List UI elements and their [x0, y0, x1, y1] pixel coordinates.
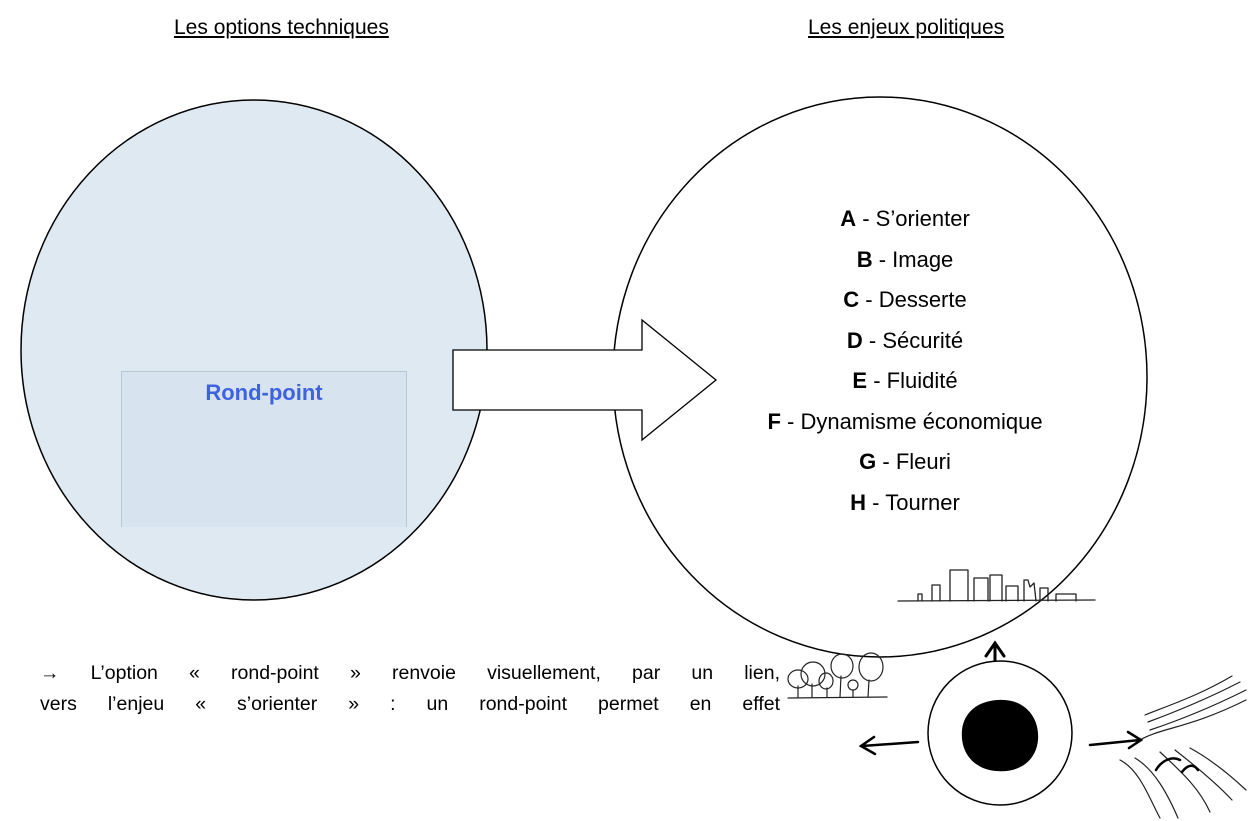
- river-icon: [1119, 675, 1247, 819]
- city-skyline-icon: [897, 569, 1096, 602]
- stake-label: Sécurité: [882, 327, 964, 353]
- stakes-list: A - S’orienter B - Image C - Desserte D …: [705, 199, 1105, 523]
- stake-letter: E: [852, 368, 868, 393]
- stake-label: Dynamisme économique: [800, 408, 1043, 434]
- stake-letter: F: [767, 408, 781, 434]
- footnote-paragraph: → L’option « rond-point » renvoie visuel…: [40, 658, 780, 720]
- stake-item-e: E - Fluidité: [705, 361, 1105, 402]
- heading-technical-options: Les options techniques: [174, 16, 389, 39]
- roundabout-icon: [927, 660, 1073, 806]
- stake-item-g: G - Fleuri: [705, 442, 1105, 483]
- stake-letter: A: [840, 206, 857, 231]
- stake-item-d: D - Sécurité: [705, 321, 1105, 362]
- stake-separator: -: [862, 327, 883, 353]
- stake-separator: -: [867, 368, 887, 393]
- stake-separator: -: [866, 489, 886, 515]
- stake-label: S’orienter: [875, 206, 970, 231]
- stake-letter: G: [859, 449, 877, 474]
- stake-item-f: F - Dynamisme économique: [705, 402, 1105, 443]
- stake-letter: H: [850, 489, 867, 515]
- stake-label: Image: [892, 246, 954, 272]
- stake-label: Fleuri: [895, 449, 951, 474]
- footnote-line: vers l’enjeu « s’orienter » : un rond-po…: [40, 693, 780, 715]
- stake-item-a: A - S’orienter: [705, 199, 1105, 240]
- stake-item-b: B - Image: [705, 240, 1105, 281]
- stake-letter: C: [843, 287, 860, 312]
- stake-separator: -: [780, 408, 801, 434]
- stake-separator: -: [872, 246, 893, 272]
- stake-separator: -: [856, 206, 876, 231]
- link-arrow: [452, 318, 718, 442]
- stake-separator: -: [859, 287, 879, 312]
- option-label: Rond-point: [205, 380, 323, 405]
- stake-label: Tourner: [885, 489, 960, 515]
- right-arrow-icon: [1088, 730, 1200, 774]
- option-box: Rond-point: [121, 371, 407, 527]
- stake-item-h: H - Tourner: [705, 483, 1105, 524]
- trees-icon: [787, 652, 888, 699]
- stake-separator: -: [876, 449, 896, 474]
- stake-letter: D: [846, 327, 863, 353]
- stake-letter: B: [856, 246, 873, 272]
- stake-item-c: C - Desserte: [705, 280, 1105, 321]
- left-arrow-icon: [858, 735, 920, 756]
- stake-label: Fluidité: [886, 368, 958, 393]
- stake-label: Desserte: [878, 287, 967, 312]
- heading-political-stakes: Les enjeux politiques: [808, 16, 1005, 39]
- footnote-line: → L’option « rond-point » renvoie visuel…: [40, 662, 780, 684]
